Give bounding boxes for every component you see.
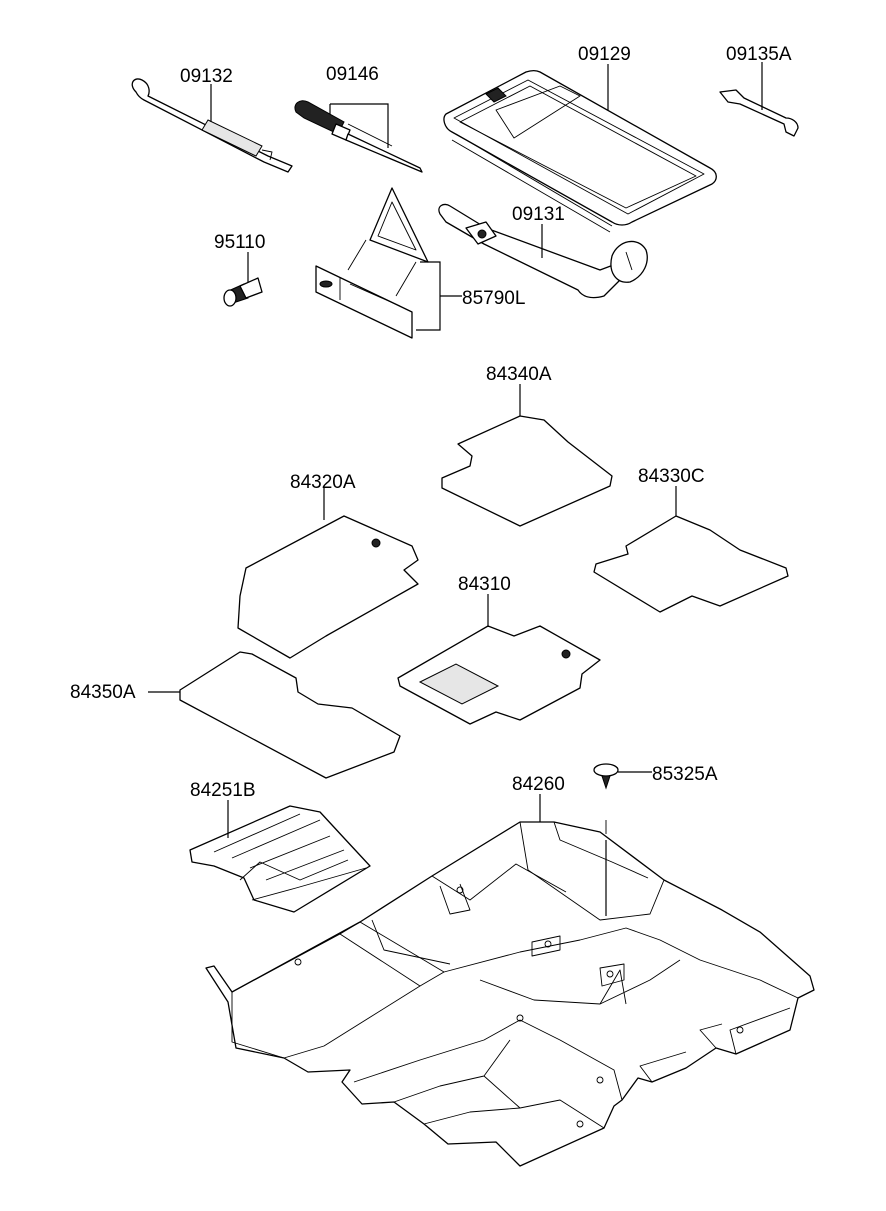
part-84330C-floor-mat[interactable]: 84330C [593, 466, 789, 613]
label-09132: 09132 [180, 66, 233, 87]
part-95110-plug[interactable]: 95110 [214, 232, 265, 307]
part-84310-floor-mat[interactable]: 84310 [397, 574, 601, 725]
part-09146-screwdriver[interactable]: 09146 [294, 64, 423, 173]
label-09131: 09131 [512, 204, 565, 225]
label-84340A: 84340A [486, 364, 552, 385]
part-09131-wheel-wrench[interactable]: 09131 [438, 203, 648, 299]
label-84330C: 84330C [638, 466, 705, 487]
part-09132-jack-handle[interactable]: 09132 [131, 66, 293, 173]
part-85325A-clip[interactable]: 85325A [593, 763, 718, 834]
label-09146: 09146 [326, 64, 379, 85]
part-84260-floor-carpet[interactable]: 84260 [205, 774, 815, 1167]
label-09135A: 09135A [726, 44, 792, 65]
label-84260: 84260 [512, 774, 565, 795]
part-84251B-floor-section[interactable]: 84251B [189, 780, 371, 913]
label-84350A: 84350A [70, 682, 136, 703]
label-09129: 09129 [578, 44, 631, 65]
label-85325A: 85325A [652, 764, 718, 785]
label-84251B: 84251B [190, 780, 256, 801]
part-84340A-floor-mat[interactable]: 84340A [441, 364, 613, 527]
label-85790L: 85790L [462, 288, 525, 309]
part-84320A-floor-mat[interactable]: 84320A [237, 472, 419, 659]
part-84350A-floor-mat[interactable]: 84350A [70, 651, 401, 779]
part-09129-tool-case[interactable]: 09129 [443, 44, 717, 233]
part-09135A-spanner[interactable]: 09135A [719, 44, 799, 137]
label-84310: 84310 [458, 574, 511, 595]
part-85790L-warning-triangle[interactable]: 85790L [315, 187, 525, 339]
label-84320A: 84320A [290, 472, 356, 493]
label-95110: 95110 [214, 232, 265, 253]
